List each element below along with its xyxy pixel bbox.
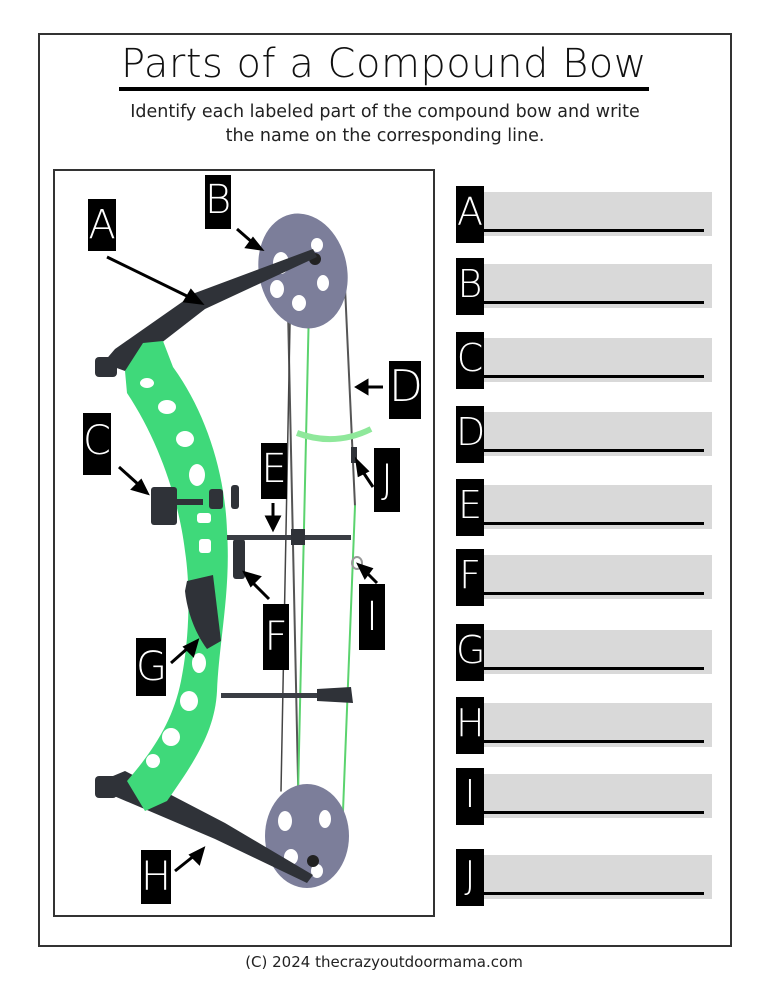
answer-row-b[interactable]: B: [456, 258, 712, 315]
answer-row-a[interactable]: A: [456, 186, 712, 243]
answer-row-g[interactable]: G: [456, 624, 712, 681]
answer-field-g[interactable]: [476, 630, 712, 674]
callout-h: H: [141, 850, 171, 904]
callout-f: F: [263, 604, 289, 670]
answer-row-h[interactable]: H: [456, 697, 712, 754]
callout-arrows: [106, 227, 383, 873]
answer-underline: [480, 301, 704, 304]
answer-field-h[interactable]: [476, 703, 712, 747]
answer-letter-i: I: [456, 768, 484, 825]
string-silencer: [295, 426, 373, 443]
answer-row-e[interactable]: E: [456, 479, 712, 536]
callout-d: D: [389, 361, 423, 419]
bow-strings: [280, 260, 356, 840]
answer-underline: [480, 592, 704, 595]
worksheet-title: Parts of a Compound Bow: [0, 38, 768, 91]
cable-guard-rod: [227, 535, 351, 540]
answer-row-c[interactable]: C: [456, 332, 712, 389]
answer-row-j[interactable]: J: [456, 849, 712, 906]
answer-field-f[interactable]: [476, 555, 712, 599]
answer-underline: [480, 740, 704, 743]
sight: [151, 485, 239, 525]
answer-letter-g: G: [456, 624, 485, 681]
callout-j: J: [374, 448, 400, 512]
answer-underline: [480, 667, 704, 670]
answer-field-c[interactable]: [476, 338, 712, 382]
answer-letter-f: F: [456, 549, 484, 606]
riser: [125, 341, 228, 811]
worksheet-border: [38, 33, 732, 947]
callout-e: E: [261, 443, 287, 499]
answer-field-e[interactable]: [476, 485, 712, 529]
copyright-footer: (C) 2024 thecrazyoutdoormama.com: [245, 953, 523, 971]
callout-a: A: [88, 199, 116, 251]
stabilizer: [221, 693, 341, 698]
answer-row-f[interactable]: F: [456, 549, 712, 606]
answer-letter-a: A: [456, 186, 484, 243]
answer-field-b[interactable]: [476, 264, 712, 308]
answer-underline: [480, 375, 704, 378]
answer-field-d[interactable]: [476, 412, 712, 456]
answer-underline: [480, 892, 704, 895]
answer-row-i[interactable]: I: [456, 768, 712, 825]
answer-underline: [480, 229, 704, 232]
answer-underline: [480, 522, 704, 525]
callout-i: I: [359, 584, 385, 650]
answer-letter-h: H: [456, 697, 485, 754]
callout-g: G: [136, 638, 167, 696]
answer-row-d[interactable]: D: [456, 406, 712, 463]
answer-field-j[interactable]: [476, 855, 712, 899]
worksheet-instructions: Identify each labeled part of the compou…: [130, 102, 640, 146]
compound-bow-diagram: A B C D E F G H I J: [53, 169, 435, 917]
answer-letter-d: D: [456, 406, 485, 463]
upper-limb: [103, 249, 317, 371]
answer-field-i[interactable]: [476, 774, 712, 818]
answer-letter-c: C: [456, 332, 484, 389]
answer-letter-j: J: [456, 849, 484, 906]
answer-field-a[interactable]: [476, 192, 712, 236]
callout-b: B: [205, 175, 231, 229]
answer-letter-b: B: [456, 258, 484, 315]
callout-c: C: [83, 413, 111, 475]
answer-underline: [480, 811, 704, 814]
answer-letter-e: E: [456, 479, 484, 536]
arrow-rest: [233, 539, 245, 579]
peep-sight: [351, 447, 357, 463]
compound-bow-illustration: [95, 213, 383, 888]
answer-underline: [480, 449, 704, 452]
grip: [185, 575, 221, 649]
d-loop: [351, 556, 363, 570]
